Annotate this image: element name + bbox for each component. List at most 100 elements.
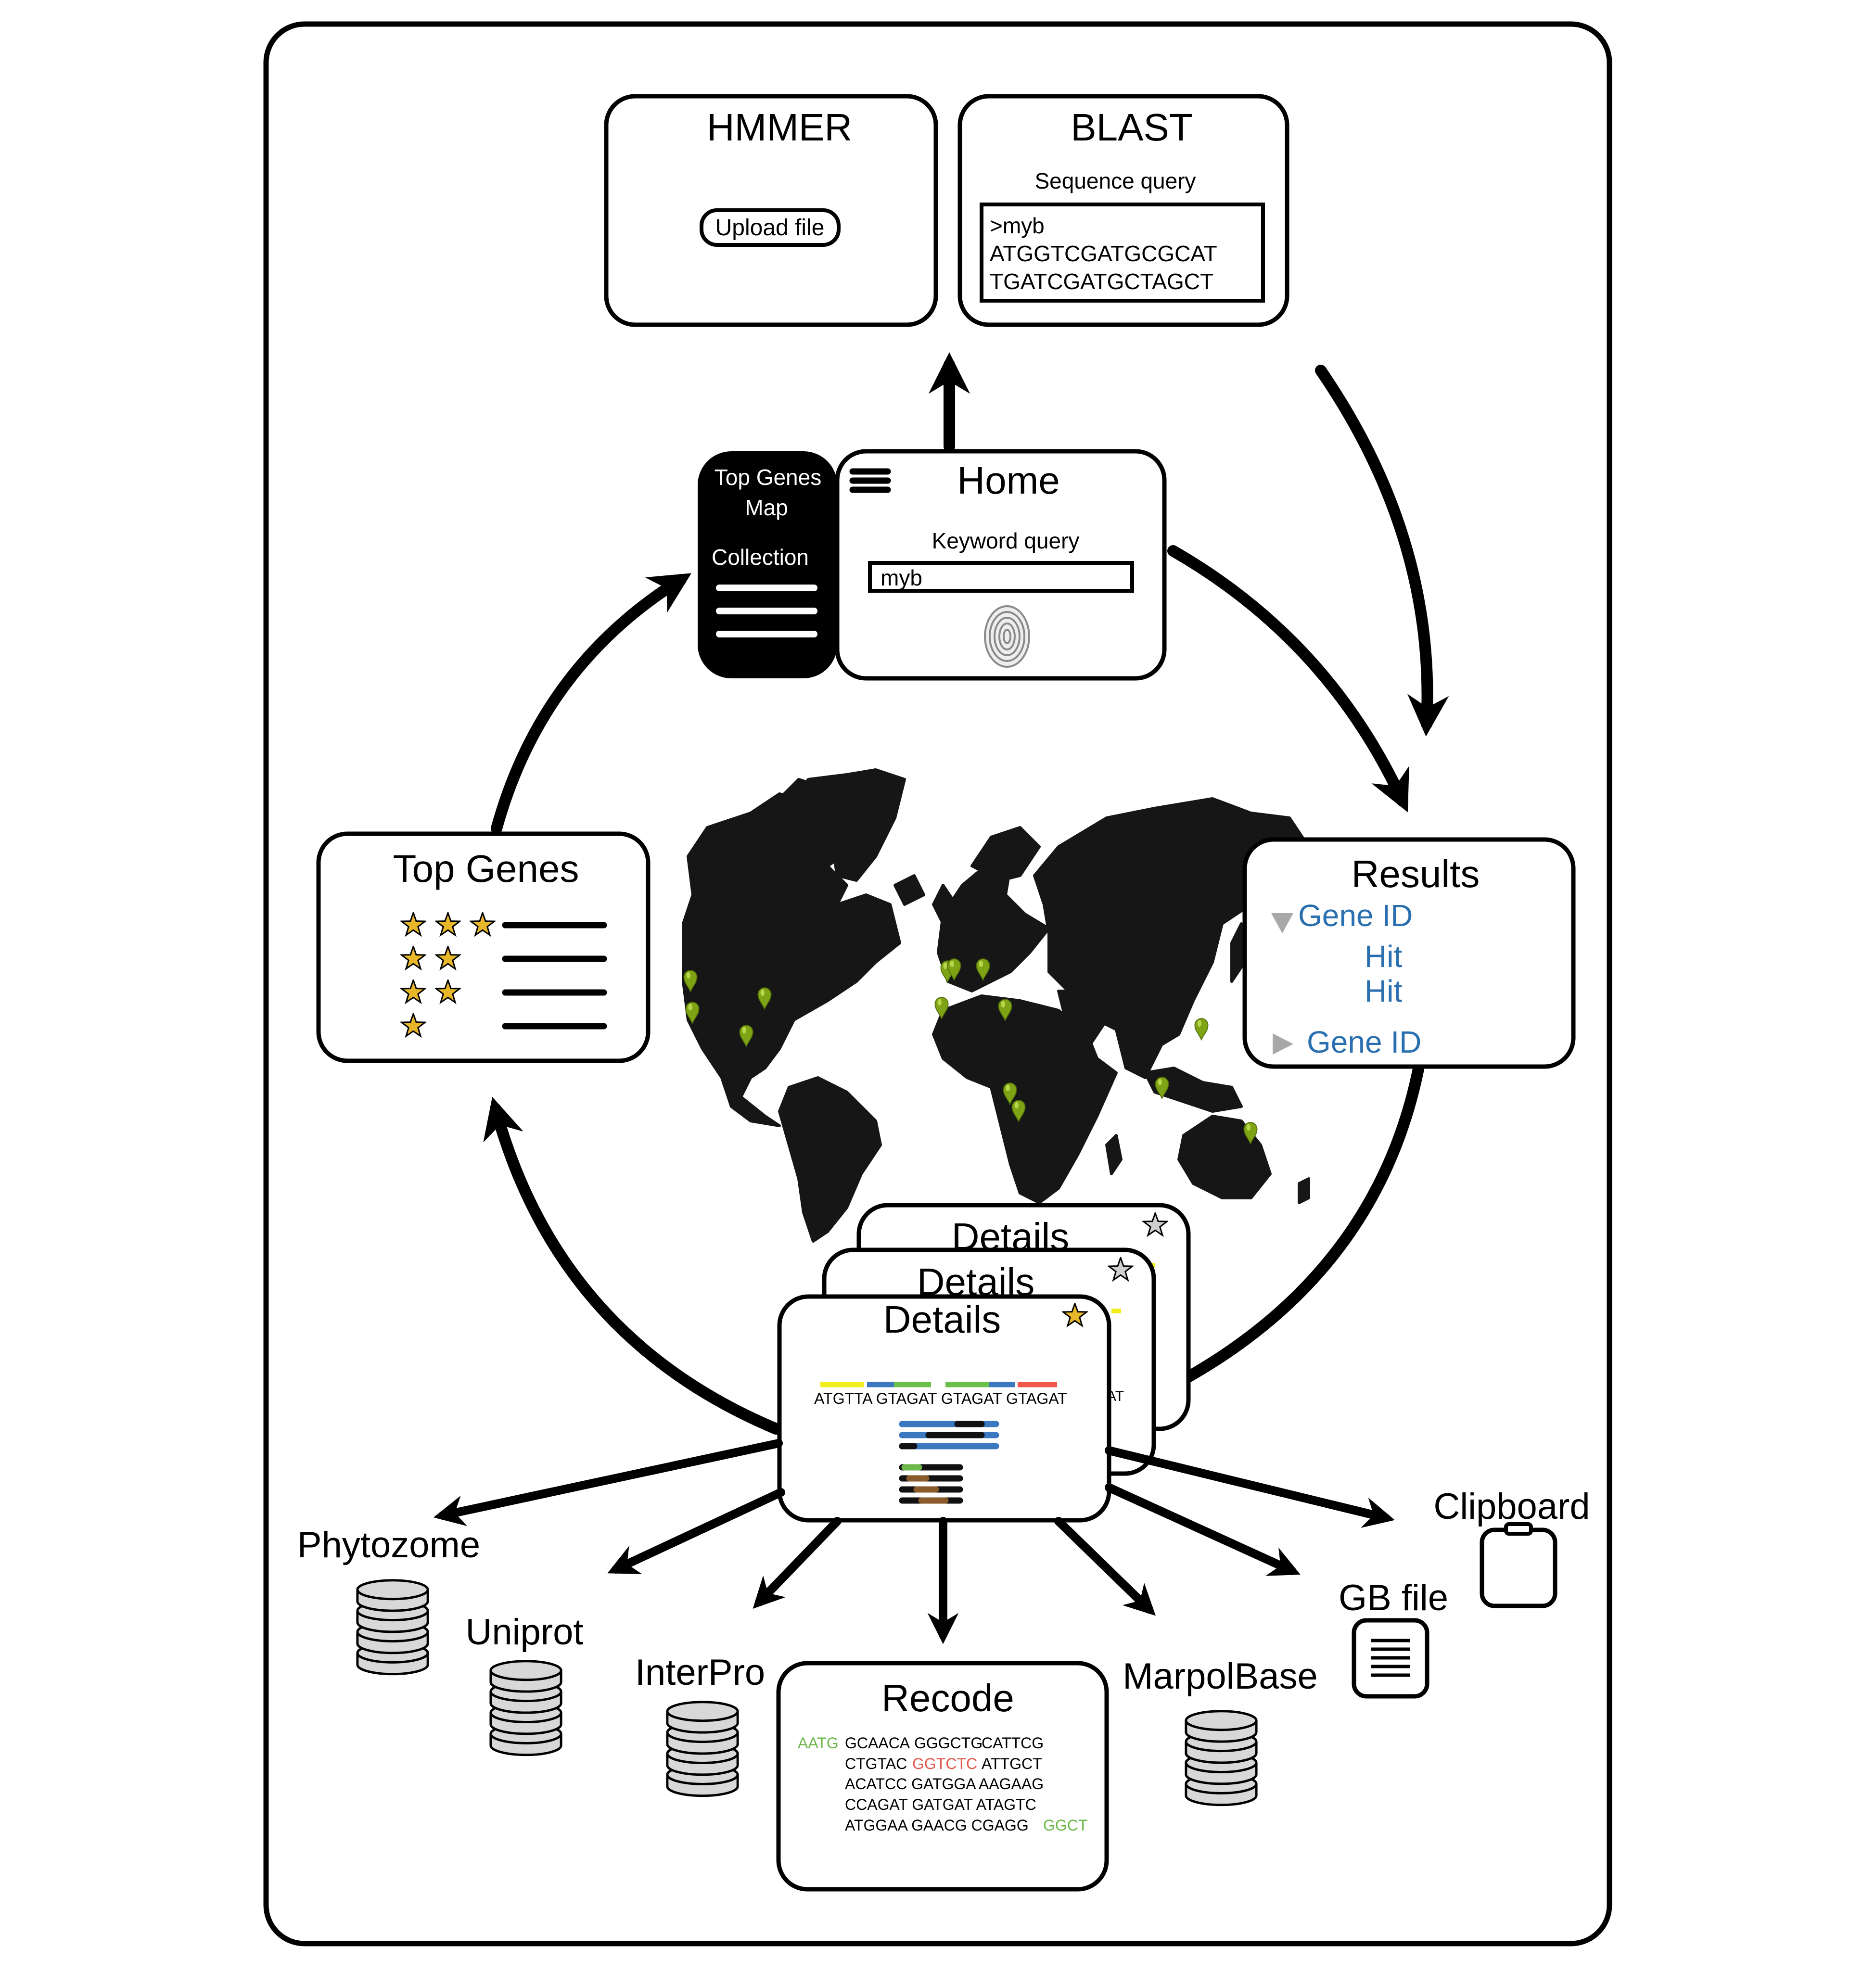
- map-southeast-asia: [1144, 1067, 1243, 1113]
- arrow-to-marpolbase: [1054, 1517, 1156, 1616]
- database-icon: [667, 1702, 738, 1796]
- recode-removed-site: GGTCTC: [912, 1755, 977, 1772]
- database-icon: [357, 1580, 428, 1674]
- recode-panel: Recode AATG GCAACA GGGCTG CATTCG CTGTAC …: [776, 1661, 1109, 1892]
- result-gene-id[interactable]: Gene ID: [1307, 1025, 1421, 1059]
- recode-codons: GCAACA: [845, 1734, 910, 1752]
- interpro-target[interactable]: InterPro: [635, 1652, 765, 1796]
- map-arabia: [1057, 990, 1108, 1050]
- recode-codons: CATTCG: [982, 1734, 1044, 1752]
- clipboard-target[interactable]: Clipboard: [1433, 1486, 1590, 1608]
- gb-file-target[interactable]: GB file: [1339, 1578, 1448, 1699]
- marpolbase-target[interactable]: MarpolBase: [1123, 1656, 1318, 1805]
- result-hit[interactable]: Hit: [1365, 974, 1402, 1008]
- database-icon: [1186, 1711, 1256, 1805]
- phytozome-target[interactable]: Phytozome: [297, 1525, 480, 1674]
- document-lines: [1371, 1639, 1410, 1677]
- recode-codons: ATTGCT: [982, 1755, 1042, 1772]
- upload-file-label: Upload file: [715, 215, 825, 241]
- hmmer-panel: HMMER Upload file: [604, 94, 938, 327]
- map-scandinavia: [970, 826, 1041, 882]
- sequence-query-textarea[interactable]: [980, 203, 1265, 303]
- map-madagascar: [1105, 1134, 1123, 1175]
- arrow-to-uniprot: [607, 1488, 785, 1575]
- recode-box: [776, 1661, 1109, 1892]
- map-india: [1124, 1009, 1166, 1079]
- recode-title: Recode: [881, 1677, 1014, 1719]
- sequence-query-line: ATGGTCGATGCGCAT: [990, 241, 1217, 266]
- recode-codons: ATGGAA GAACG CGAGG: [845, 1817, 1029, 1834]
- recode-suffix: GGCT: [1043, 1817, 1087, 1834]
- results-title: Results: [1352, 852, 1480, 895]
- map-uk: [932, 884, 954, 925]
- world-map[interactable]: [682, 768, 1310, 1243]
- sequence-query-label: Sequence query: [1034, 168, 1196, 193]
- output-arrows: [433, 1439, 1395, 1644]
- recode-codons: CCAGAT GATGAT ATAGTC: [845, 1796, 1036, 1813]
- hamburger-icon[interactable]: [849, 468, 891, 493]
- details-stack: Details Details AT Details ATGTTA GTAGAT…: [777, 1203, 1191, 1523]
- top-genes-title: Top Genes: [393, 847, 579, 890]
- top-genes-box: [316, 831, 651, 1063]
- side-menu-item-map[interactable]: Map: [745, 495, 788, 520]
- marpolbase-label: MarpolBase: [1123, 1656, 1318, 1697]
- top-genes-panel: Top Genes: [316, 831, 651, 1063]
- arrow-results-to-details: [1117, 1063, 1424, 1414]
- cycle-arrows: [483, 352, 1449, 1435]
- expanded-triangle-icon[interactable]: [1271, 913, 1293, 933]
- blast-title: BLAST: [1071, 106, 1192, 149]
- recode-prefix: AATG: [798, 1734, 839, 1752]
- map-greenland: [792, 768, 906, 882]
- upload-file-button[interactable]: [700, 208, 841, 247]
- alignment-bars: [899, 1421, 999, 1450]
- recode-codons: GGGCTG: [914, 1734, 983, 1752]
- keyword-query-input[interactable]: [868, 561, 1134, 593]
- home-panel: Top Genes Map Collection Home Keyword qu…: [698, 449, 1167, 681]
- blast-panel: BLAST Sequence query >myb ATGGTCGATGCGCA…: [957, 94, 1289, 327]
- clipboard-icon: [1480, 1527, 1557, 1608]
- arrow-to-phytozome: [433, 1439, 783, 1527]
- gb-file-label: GB file: [1339, 1578, 1448, 1618]
- interpro-label: InterPro: [635, 1652, 765, 1693]
- keyword-query-value: myb: [881, 565, 922, 590]
- clipboard-clip: [1504, 1522, 1533, 1536]
- arrow-blast-to-results: [1315, 365, 1449, 737]
- arrow-details-to-topgenes: [483, 1097, 782, 1435]
- uniprot-target[interactable]: Uniprot: [466, 1612, 584, 1755]
- uniprot-label: Uniprot: [466, 1612, 584, 1653]
- side-menu-item-top-genes[interactable]: Top Genes: [715, 465, 821, 490]
- sequence-query-line: >myb: [990, 213, 1045, 238]
- top-genes-lines: [502, 922, 607, 1030]
- side-menu-item-collection[interactable]: Collection: [712, 545, 809, 570]
- clipboard-label: Clipboard: [1433, 1486, 1590, 1527]
- map-south-america: [778, 1076, 882, 1243]
- keyword-query-label: Keyword query: [932, 528, 1080, 553]
- arrow-to-gb-file: [1105, 1483, 1301, 1576]
- details-title-front: Details: [883, 1298, 1001, 1341]
- outer-frame: [263, 21, 1612, 1947]
- arrow-home-to-results: [1167, 545, 1409, 813]
- arrow-topgenes-to-sidebar: [491, 573, 692, 834]
- side-menu-list-lines: [716, 585, 817, 637]
- hmmer-title: HMMER: [707, 106, 852, 149]
- recode-codons: ACATCC GATGGA AAGAAG: [845, 1775, 1044, 1793]
- recode-sequence: AATG GCAACA GGGCTG CATTCG CTGTAC GGTCTC …: [798, 1734, 1087, 1834]
- arrow-to-interpro: [753, 1517, 842, 1609]
- fingerprint-logo: [984, 605, 1030, 668]
- sequence-query-line: TGATCGATGCTAGCT: [990, 269, 1213, 294]
- results-panel: Results Gene ID Hit Hit Gene ID: [1242, 837, 1576, 1069]
- arrow-to-clipboard: [1105, 1446, 1395, 1528]
- details-sequence: ATGTTA GTAGAT GTAGAT GTAGAT: [814, 1390, 1067, 1407]
- map-pin-icon[interactable]: [1194, 1018, 1209, 1041]
- domain-bars: [899, 1464, 963, 1504]
- result-gene-id[interactable]: Gene ID: [1298, 898, 1413, 933]
- side-menu[interactable]: [698, 451, 837, 678]
- result-hit[interactable]: Hit: [1365, 939, 1402, 974]
- collapsed-triangle-icon[interactable]: [1273, 1033, 1293, 1055]
- home-title: Home: [957, 459, 1059, 502]
- database-icon: [491, 1661, 561, 1755]
- map-new-zealand: [1298, 1177, 1310, 1204]
- results-box: [1242, 837, 1576, 1069]
- recode-codons: CTGTAC: [845, 1755, 907, 1772]
